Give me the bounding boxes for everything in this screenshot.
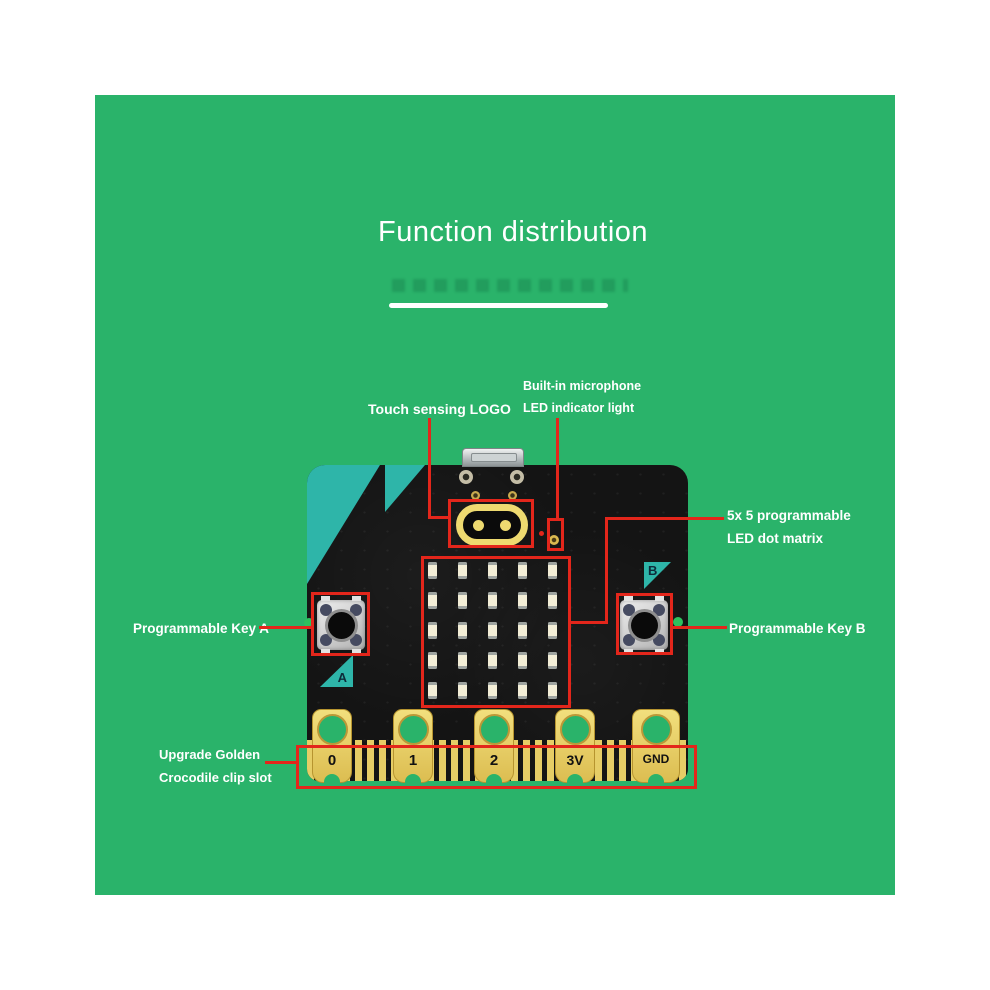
label-led-matrix-line1: 5x 5 programmable: [727, 508, 851, 523]
led-4-3: [518, 682, 527, 699]
led-0-1: [458, 562, 467, 579]
edge-led-right: [673, 617, 683, 627]
screw-pad-left: [459, 470, 473, 484]
title-underline: [389, 303, 608, 308]
pin-label-0: 0: [327, 752, 337, 769]
led-0-4: [548, 562, 557, 579]
label-key-a: Programmable Key A: [133, 621, 270, 636]
led-1-2: [488, 592, 497, 609]
pin-label-2: 2: [489, 752, 499, 769]
led-0-3: [518, 562, 527, 579]
label-crocodile-slot: Upgrade Golden Crocodile clip slot: [159, 743, 272, 789]
led-1-4: [548, 592, 557, 609]
led-4-2: [488, 682, 497, 699]
led-4-1: [458, 682, 467, 699]
page-title: Function distribution: [378, 216, 649, 248]
callout-box-key-a: [311, 592, 370, 656]
microphone-led: [549, 535, 559, 545]
led-2-3: [518, 622, 527, 639]
label-key-b: Programmable Key B: [729, 621, 866, 636]
button-a: [317, 596, 365, 654]
label-microphone: Built-in microphone LED indicator light: [523, 375, 641, 419]
callout-box-touch-logo: [448, 499, 534, 548]
usb-slot-detail: [471, 453, 517, 462]
led-1-0: [428, 592, 437, 609]
led-2-4: [548, 622, 557, 639]
label-led-matrix-line2: LED dot matrix: [727, 531, 824, 546]
label-crocodile-line1: Upgrade Golden: [159, 747, 261, 762]
pin-label-3V: 3V: [566, 752, 584, 768]
edge-led-left: [304, 618, 314, 628]
callout-line-matrix-v: [605, 517, 608, 624]
led-1-3: [518, 592, 527, 609]
led-1-1: [458, 592, 467, 609]
label-crocodile-line2: Crocodile clip slot: [159, 770, 272, 785]
led-2-0: [428, 622, 437, 639]
label-led-matrix: 5x 5 programmable LED dot matrix: [727, 504, 851, 550]
callout-box-mic-led: [547, 518, 564, 551]
callout-box-led-matrix: [421, 556, 571, 708]
faded-subtitle-text: [392, 279, 628, 292]
callout-line-key-a: [259, 626, 311, 629]
led-3-4: [548, 652, 557, 669]
micro-usb-connector: [462, 448, 524, 467]
button-b: [620, 596, 668, 654]
touch-logo-dot: [500, 520, 511, 531]
callout-line-touch-v: [428, 418, 431, 519]
callout-line-croc: [265, 761, 296, 764]
pin-hole-0: [316, 714, 348, 745]
pin-hole-GND: [640, 714, 672, 745]
solder-pad-dot: [471, 491, 480, 500]
pin-label-GND: GND: [642, 752, 670, 766]
touch-logo-dot: [473, 520, 484, 531]
label-touch-logo: Touch sensing LOGO: [368, 401, 511, 417]
pin-label-1: 1: [408, 752, 418, 769]
led-0-2: [488, 562, 497, 579]
silkscreen-a-letter: A: [337, 670, 347, 685]
label-microphone-line2: LED indicator light: [523, 401, 635, 415]
button-a-cap: [327, 611, 355, 639]
callout-box-key-b: [616, 593, 673, 655]
pin-hole-3V: [559, 714, 591, 745]
label-microphone-line1: Built-in microphone: [523, 379, 642, 393]
screw-pad-right: [510, 470, 524, 484]
led-0-0: [428, 562, 437, 579]
callout-box-croc-slot: [296, 745, 697, 789]
callout-line-key-b: [673, 626, 727, 629]
pin-hole-1: [397, 714, 429, 745]
silkscreen-b-letter: B: [648, 563, 658, 578]
callout-line-matrix-h1: [569, 621, 608, 624]
led-3-3: [518, 652, 527, 669]
touch-logo: [456, 504, 528, 546]
led-4-4: [548, 682, 557, 699]
led-3-1: [458, 652, 467, 669]
led-2-2: [488, 622, 497, 639]
callout-line-matrix-h2: [605, 517, 724, 520]
microphone-indicator-dot: [539, 531, 544, 536]
pin-hole-2: [478, 714, 510, 745]
led-2-1: [458, 622, 467, 639]
callout-line-touch-h: [428, 516, 450, 519]
led-3-0: [428, 652, 437, 669]
button-b-cap: [630, 611, 658, 639]
callout-line-mic-v: [556, 418, 559, 520]
led-3-2: [488, 652, 497, 669]
solder-pad-dot: [508, 491, 517, 500]
led-4-0: [428, 682, 437, 699]
